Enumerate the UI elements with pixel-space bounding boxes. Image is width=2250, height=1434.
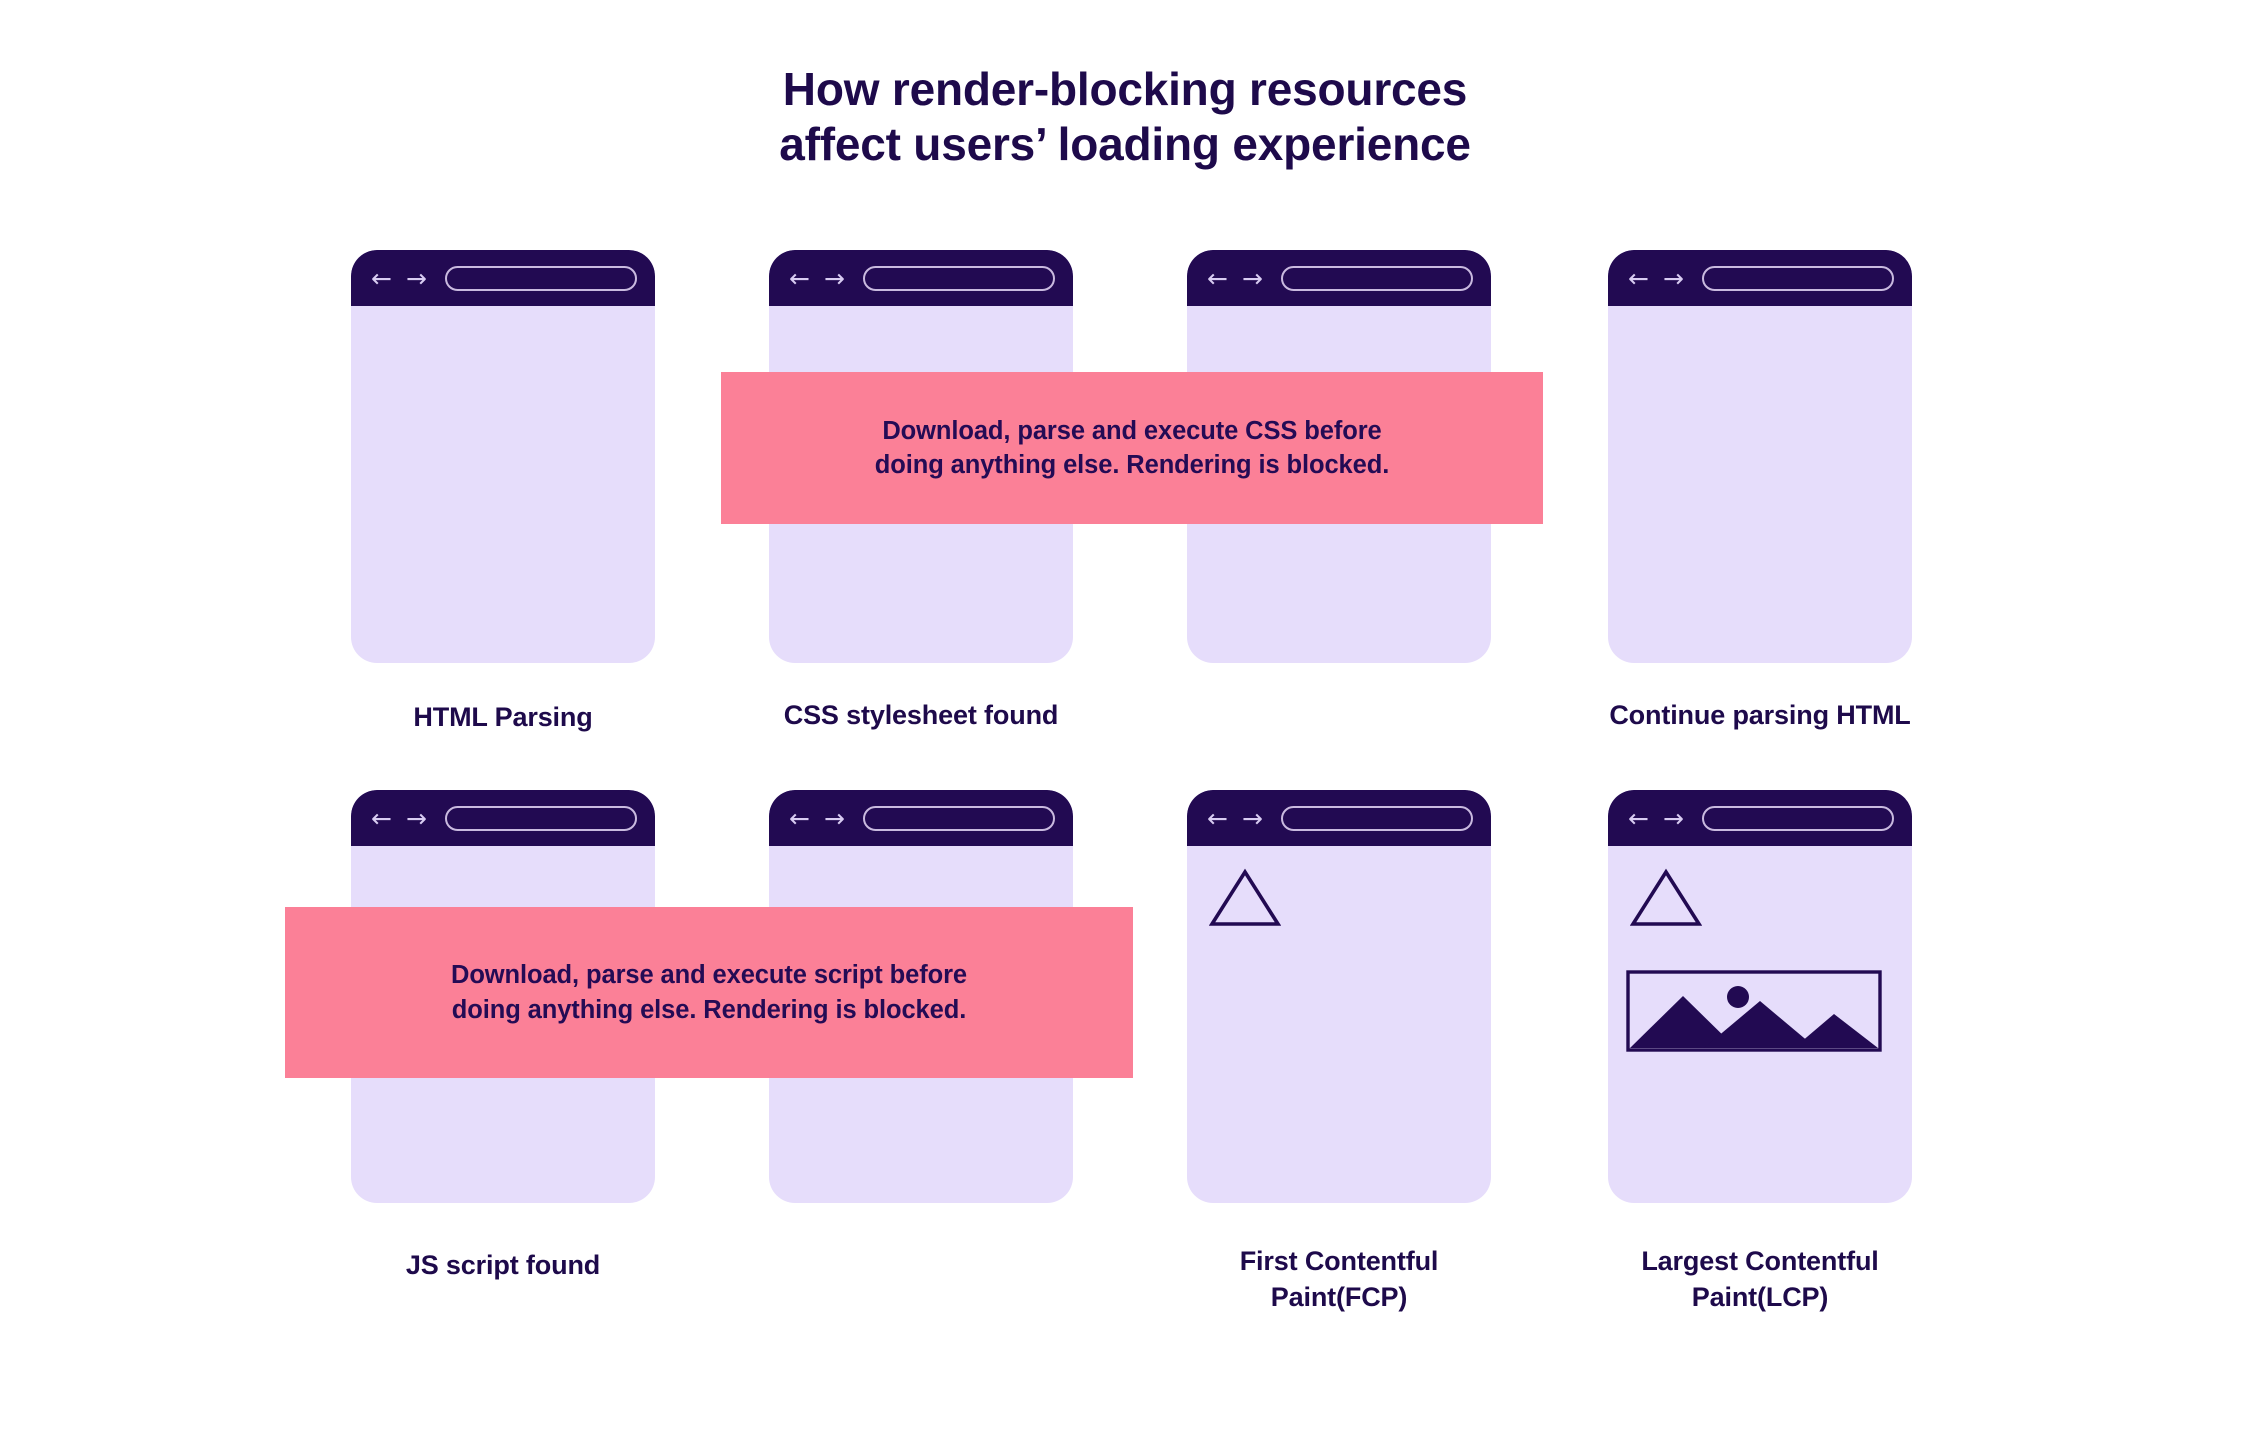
caption-lcp: Largest Contentful Paint(LCP) bbox=[1641, 1246, 1879, 1312]
browser-card-fcp: ← → bbox=[1187, 790, 1491, 1203]
url-bar[interactable] bbox=[862, 265, 1055, 291]
browser-chrome-bar: ← → bbox=[1187, 790, 1491, 846]
page-title: How render-blocking resources affect use… bbox=[779, 63, 1471, 171]
js-blocking-banner: Download, parse and execute script befor… bbox=[285, 907, 1133, 1078]
url-bar[interactable] bbox=[862, 805, 1055, 831]
caption-html-parsing: HTML Parsing bbox=[413, 702, 593, 732]
forward-arrow-icon[interactable]: → bbox=[1662, 263, 1684, 293]
forward-arrow-icon[interactable]: → bbox=[1241, 263, 1263, 293]
browser-viewport bbox=[1608, 306, 1912, 663]
browser-card-html-parsing: ← → bbox=[351, 250, 655, 663]
forward-arrow-icon[interactable]: → bbox=[823, 263, 845, 293]
browser-viewport bbox=[351, 306, 655, 663]
url-bar[interactable] bbox=[444, 805, 637, 831]
triangle-placeholder-icon bbox=[1630, 868, 1702, 926]
browser-chrome-bar: ← → bbox=[1608, 250, 1912, 306]
css-blocking-banner: Download, parse and execute CSS before d… bbox=[721, 372, 1543, 524]
browser-chrome-bar: ← → bbox=[769, 250, 1073, 306]
triangle-placeholder-icon bbox=[1209, 868, 1281, 926]
url-bar[interactable] bbox=[1280, 805, 1473, 831]
back-arrow-icon[interactable]: ← bbox=[789, 263, 810, 293]
browser-card-lcp: ← → bbox=[1608, 790, 1912, 1203]
caption-continue-parsing: Continue parsing HTML bbox=[1609, 700, 1911, 730]
browser-chrome-bar: ← → bbox=[351, 250, 655, 306]
back-arrow-icon[interactable]: ← bbox=[1628, 263, 1649, 293]
forward-arrow-icon[interactable]: → bbox=[823, 803, 845, 833]
url-bar[interactable] bbox=[444, 265, 637, 291]
back-arrow-icon[interactable]: ← bbox=[1628, 803, 1649, 833]
back-arrow-icon[interactable]: ← bbox=[789, 803, 810, 833]
caption-js-found: JS script found bbox=[405, 1250, 601, 1280]
back-arrow-icon[interactable]: ← bbox=[1207, 263, 1228, 293]
url-bar[interactable] bbox=[1280, 265, 1473, 291]
forward-arrow-icon[interactable]: → bbox=[405, 803, 427, 833]
forward-arrow-icon[interactable]: → bbox=[1241, 803, 1263, 833]
forward-arrow-icon[interactable]: → bbox=[405, 263, 427, 293]
browser-chrome-bar: ← → bbox=[1608, 790, 1912, 846]
url-bar[interactable] bbox=[1701, 265, 1894, 291]
back-arrow-icon[interactable]: ← bbox=[1207, 803, 1228, 833]
url-bar[interactable] bbox=[1701, 805, 1894, 831]
forward-arrow-icon[interactable]: → bbox=[1662, 803, 1684, 833]
browser-chrome-bar: ← → bbox=[769, 790, 1073, 846]
caption-fcp: First Contentful Paint(FCP) bbox=[1239, 1246, 1439, 1312]
image-placeholder-icon bbox=[1626, 970, 1882, 1052]
back-arrow-icon[interactable]: ← bbox=[371, 803, 392, 833]
browser-card-continue-parsing: ← → bbox=[1608, 250, 1912, 663]
browser-viewport bbox=[1187, 846, 1491, 1203]
browser-chrome-bar: ← → bbox=[1187, 250, 1491, 306]
back-arrow-icon[interactable]: ← bbox=[371, 263, 392, 293]
browser-viewport bbox=[1608, 846, 1912, 1203]
browser-chrome-bar: ← → bbox=[351, 790, 655, 846]
caption-css-found: CSS stylesheet found bbox=[783, 700, 1059, 730]
